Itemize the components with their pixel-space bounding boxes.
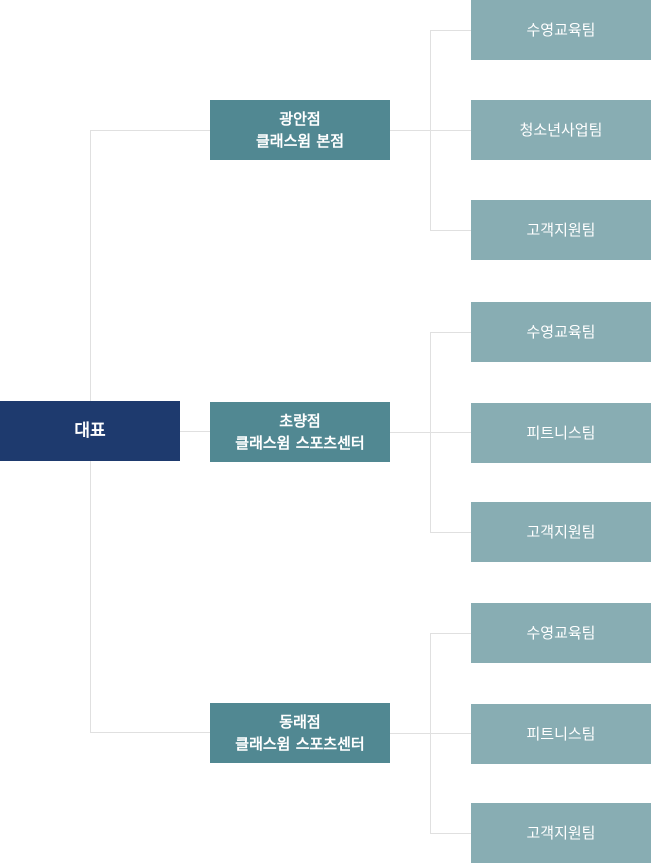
connector [180,431,210,432]
team-label: 피트니스팀 [526,424,596,442]
team-box: 수영교육팀 [471,302,651,362]
connector [90,732,210,733]
team-label: 수영교육팀 [526,624,596,642]
branch-subtitle: 클래스윔 본점 [255,132,345,150]
ceo-label: 대표 [74,421,106,441]
connector [430,633,471,634]
team-box: 청소년사업팀 [471,100,651,160]
connector [430,30,431,230]
branch-name: 광안점 [279,110,321,128]
team-label: 청소년사업팀 [519,121,603,139]
team-box: 피트니스팀 [471,704,651,764]
branch-name: 동래점 [279,713,321,731]
connector [430,332,471,333]
team-label: 고객지원팀 [526,824,596,842]
branch-name: 초량점 [279,412,321,430]
connector [430,332,431,532]
team-box: 고객지원팀 [471,803,651,863]
team-label: 피트니스팀 [526,725,596,743]
connector [430,30,471,31]
branch-subtitle: 클래스윔 스포츠센터 [235,434,365,452]
team-label: 고객지원팀 [526,523,596,541]
connector [430,633,431,833]
branch-subtitle: 클래스윔 스포츠센터 [235,735,365,753]
team-label: 수영교육팀 [526,323,596,341]
team-box: 수영교육팀 [471,0,651,60]
ceo-box: 대표 [0,401,180,461]
connector [430,230,471,231]
connector [430,833,471,834]
team-box: 피트니스팀 [471,403,651,463]
team-box: 수영교육팀 [471,603,651,663]
team-label: 수영교육팀 [526,21,596,39]
connector [90,130,210,131]
team-box: 고객지원팀 [471,200,651,260]
connector [430,532,471,533]
team-box: 고객지원팀 [471,502,651,562]
team-label: 고객지원팀 [526,221,596,239]
